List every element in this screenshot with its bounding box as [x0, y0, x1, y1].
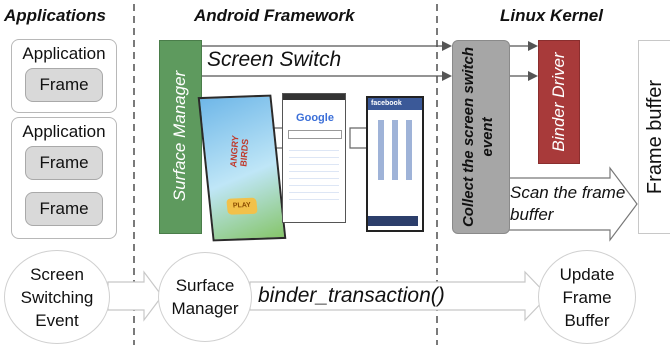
binder-driver-box: Binder Driver: [538, 40, 580, 164]
google-logo: Google: [289, 112, 341, 124]
scan-frame-buffer-arrow: [506, 166, 638, 242]
scan-frame-buffer-label: Scan the frame buffer: [510, 183, 626, 224]
frame-box: Frame: [25, 146, 103, 180]
surface-manager-node-label: Surface Manager: [171, 276, 239, 318]
game-title: ANGRY BIRDS: [228, 134, 251, 168]
google-screenshot: Google: [282, 93, 346, 223]
surface-manager-bar: Surface Manager: [159, 40, 202, 234]
surface-manager-node: Surface Manager: [158, 252, 252, 342]
application-title: Application: [22, 122, 106, 141]
manager-to-update-arrow: [249, 270, 549, 322]
application-box-2: Application Frame Frame: [11, 117, 117, 239]
application-title: Application: [22, 44, 106, 63]
game-play-button: PLAY: [226, 197, 258, 215]
google-logo-text: Google: [296, 112, 334, 124]
frame-box: Frame: [25, 68, 103, 102]
collect-event-box: Collect the screen switch event: [452, 40, 510, 234]
event-to-manager-arrow: [107, 270, 163, 322]
update-frame-buffer-node: Update Frame Buffer: [538, 250, 636, 344]
facebook-header: facebook: [368, 98, 422, 110]
screen-switching-event-label: Screen Switching Event: [20, 264, 94, 330]
game-screenshot: ANGRY BIRDS PLAY: [197, 94, 287, 242]
update-frame-buffer-label: Update Frame Buffer: [559, 264, 615, 330]
binder-driver-label: Binder Driver: [549, 52, 568, 152]
binder-transaction-label: binder_transaction(): [258, 284, 445, 307]
frame-buffer-box: Frame buffer: [638, 40, 670, 234]
header-linux-kernel: Linux Kernel: [500, 6, 603, 25]
frame-box: Frame: [25, 192, 103, 226]
header-applications: Applications: [4, 6, 107, 25]
application-box-1: Application Frame: [11, 39, 117, 113]
surface-manager-bar-label: Surface Manager: [170, 70, 189, 202]
facebook-screenshot: facebook: [366, 96, 424, 232]
header-android-framework: Android Framework: [194, 6, 355, 25]
screen-switch-label: Screen Switch: [207, 48, 342, 71]
collect-event-label: Collect the screen switch event: [460, 46, 496, 228]
frame-buffer-label: Frame buffer: [644, 79, 666, 195]
screen-switching-event-node: Screen Switching Event: [4, 250, 110, 344]
